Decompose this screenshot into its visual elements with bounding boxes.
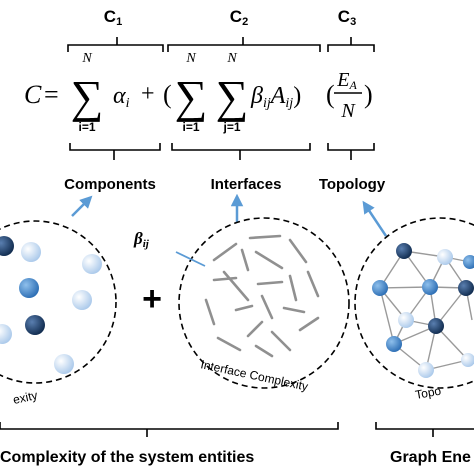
topology-node (418, 362, 434, 378)
component-node (25, 315, 45, 335)
sum1-sigma: ∑ (71, 71, 104, 122)
eq-beta-a: βijAij) (250, 83, 301, 111)
topology-node (422, 279, 438, 295)
label-system-entities: Complexity of the system entities (0, 449, 254, 466)
topology-node (372, 280, 388, 296)
interface-edges (204, 234, 320, 358)
topology-node (428, 318, 444, 334)
components-caption: exity (12, 388, 39, 407)
arrow-components (71, 195, 93, 217)
sum2-lower: i=1 (182, 120, 199, 134)
topology-node (386, 336, 402, 352)
sum3-sigma: ∑ (216, 71, 249, 122)
brace-topology (327, 143, 375, 160)
mid-braces (69, 143, 375, 160)
brace-graph-energy (375, 422, 474, 437)
topology-node (398, 312, 414, 328)
eq-frac-close: ) (364, 80, 373, 109)
beta-pointer (175, 251, 206, 267)
label-graph-energy: Graph Ene (390, 449, 471, 466)
component-node (0, 236, 14, 256)
brace-c1 (67, 37, 164, 52)
plus-sign: + (142, 280, 162, 318)
brace-c3 (327, 37, 375, 52)
label-c1: C1 (104, 7, 122, 28)
sum1-lower: i=1 (78, 120, 95, 134)
brace-interfaces (171, 143, 311, 160)
brace-system-entities (0, 422, 339, 437)
component-node (19, 278, 39, 298)
label-c2: C2 (230, 7, 248, 28)
component-node (21, 242, 41, 262)
eq-frac-den: N (340, 100, 356, 122)
component-node (82, 254, 102, 274)
brace-c2 (167, 37, 321, 52)
topology-caption: Topo (414, 384, 442, 402)
topology-node (437, 249, 453, 265)
label-interfaces: Interfaces (211, 176, 282, 193)
sum2-sigma: ∑ (175, 71, 208, 122)
eq-lhs: C (24, 80, 42, 109)
eq-open-paren: ( (163, 80, 172, 109)
eq-frac-open: ( (326, 80, 335, 109)
label-c3: C3 (338, 7, 356, 28)
arrows (71, 193, 388, 237)
eq-frac-num: EA (336, 69, 357, 92)
topology-node (463, 255, 474, 269)
topology-edges (379, 250, 473, 371)
sum3-lower: j=1 (222, 120, 240, 134)
interface-circle: βij Interface Complexity (133, 217, 350, 394)
beta-label: βij (133, 229, 150, 250)
component-node (54, 354, 74, 374)
bottom-braces (0, 422, 474, 437)
label-components: Components (64, 176, 156, 193)
topology-node (461, 353, 474, 367)
components-circle: exity (0, 220, 117, 407)
component-node (0, 324, 12, 344)
top-braces (67, 37, 375, 52)
arrow-topology (362, 200, 388, 237)
eq-equals: = (44, 80, 59, 109)
label-topology: Topology (319, 176, 386, 193)
equation: C = N ∑ i=1 αi + ( N ∑ i=1 N ∑ j=1 βijAi… (24, 51, 373, 134)
brace-labels: C1 C2 C3 (104, 7, 356, 28)
component-node (72, 290, 92, 310)
brace-components (69, 143, 161, 160)
eq-plus: + (141, 81, 155, 107)
topology-node (458, 280, 474, 296)
category-labels: Components Interfaces Topology (64, 176, 386, 193)
sum3-upper: N (226, 51, 237, 66)
bottom-labels: Complexity of the system entities Graph … (0, 449, 471, 466)
sum2-upper: N (185, 51, 196, 66)
sum1-upper: N (81, 51, 92, 66)
topology-circle: Topo (354, 217, 474, 402)
eq-alpha: αi (113, 83, 130, 111)
topology-node (396, 243, 412, 259)
